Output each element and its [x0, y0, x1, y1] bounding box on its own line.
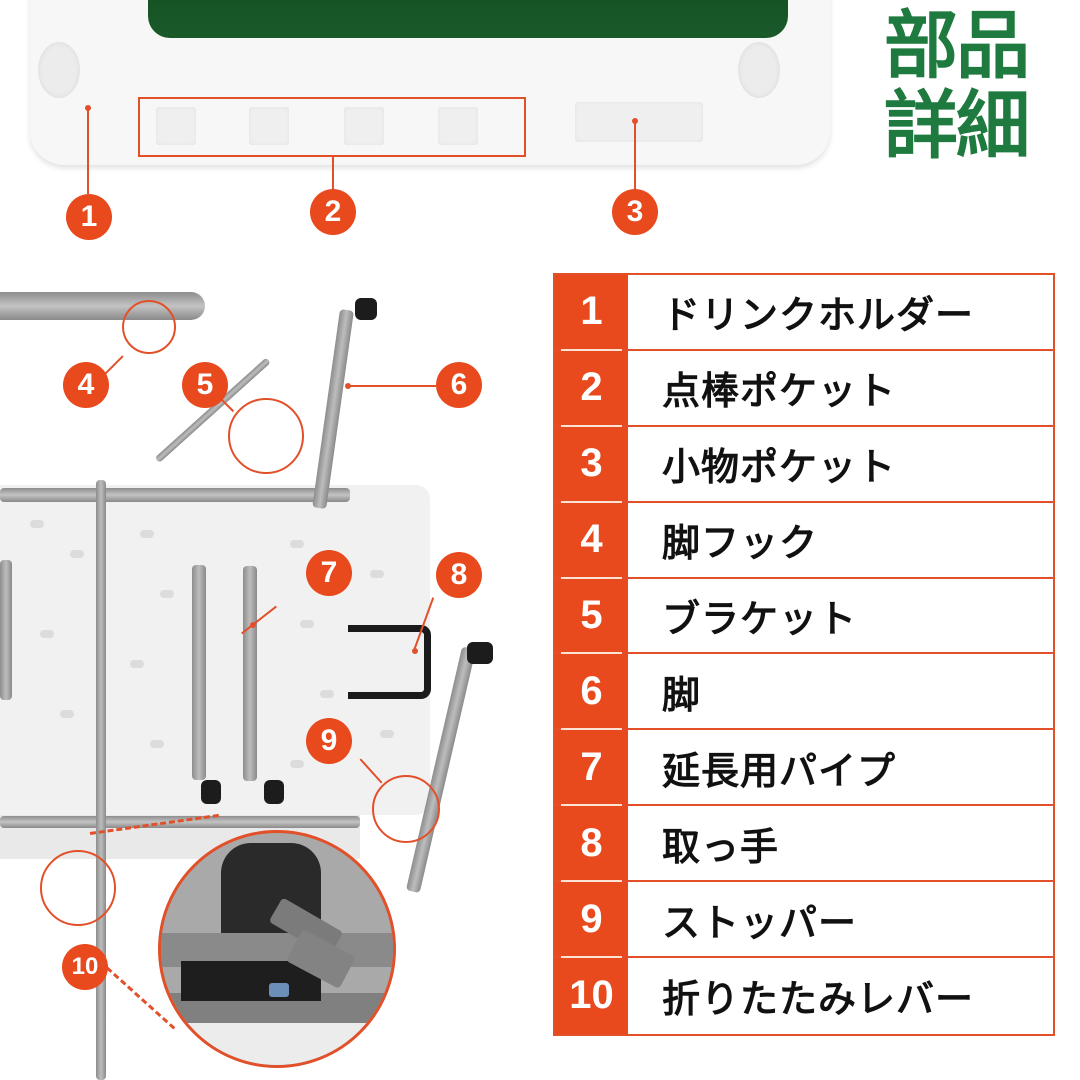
- parts-table: 1 ドリンクホルダー 2 点棒ポケット 3 小物ポケット 4 脚フック 5 ブラ…: [553, 273, 1055, 1036]
- highlight-ring-5: [228, 398, 304, 474]
- handle: [348, 625, 431, 699]
- score-stick-pocket: [249, 107, 289, 145]
- part-name: 点棒ポケット: [662, 369, 897, 414]
- table-underside-photo: [0, 270, 550, 1080]
- part-name: ブラケット: [662, 597, 858, 641]
- part-number: 2: [555, 350, 628, 427]
- score-stick-pocket: [344, 107, 384, 145]
- part-name: 脚フック: [662, 521, 819, 566]
- callout-badge-1: 1: [66, 194, 112, 240]
- leader-line: [87, 108, 89, 194]
- part-number: 5: [555, 578, 628, 655]
- part-number: 3: [555, 426, 628, 503]
- callout-dot: [412, 648, 418, 654]
- drink-holder: [38, 42, 80, 98]
- tabletop-underside: [0, 485, 430, 815]
- part-number: 8: [555, 806, 628, 883]
- highlight-ring-9: [372, 775, 440, 843]
- score-stick-pocket: [156, 107, 196, 145]
- extension-pipe: [243, 566, 257, 781]
- part-name: 延長用パイプ: [662, 748, 897, 793]
- callout-badge-4: 4: [63, 362, 109, 408]
- callout-badge-7: 7: [306, 550, 352, 596]
- callout-badge-6: 6: [436, 362, 482, 408]
- parts-row: 9 ストッパー: [555, 882, 1053, 959]
- title-line-1: 部品: [884, 3, 1030, 89]
- parts-row: 7 延長用パイプ: [555, 730, 1053, 807]
- parts-row: 2 点棒ポケット: [555, 350, 1053, 427]
- part-number: 10: [555, 958, 628, 1034]
- callout-badge-8: 8: [436, 552, 482, 598]
- callout-badge-10: 10: [62, 944, 108, 990]
- leader-line: [634, 121, 636, 189]
- pipe-cap: [264, 780, 284, 804]
- leg-hook-pipe: [0, 292, 205, 320]
- pipe-cap: [201, 780, 221, 804]
- parts-row: 6 脚: [555, 654, 1053, 731]
- score-stick-pocket: [438, 107, 478, 145]
- part-number: 1: [555, 275, 628, 351]
- parts-row: 1 ドリンクホルダー: [555, 275, 1053, 351]
- highlight-box-score-pockets: [138, 97, 526, 157]
- green-felt: [148, 0, 788, 38]
- center-rail: [96, 480, 106, 1080]
- highlight-ring-4: [122, 300, 176, 354]
- parts-row: 10 折りたたみレバー: [555, 958, 1053, 1034]
- part-number: 7: [555, 730, 628, 807]
- extension-pipe: [192, 565, 206, 780]
- folding-lever-closeup: [158, 830, 396, 1068]
- leg-cap: [467, 642, 493, 664]
- mahjong-table-top-image: [30, 0, 830, 165]
- callout-badge-2: 2: [310, 189, 356, 235]
- part-name: 取っ手: [662, 824, 780, 869]
- part-number: 6: [555, 654, 628, 731]
- leg: [312, 309, 354, 510]
- frame-rail: [0, 816, 360, 828]
- callout-badge-3: 3: [612, 189, 658, 235]
- accessory-pocket: [575, 102, 703, 142]
- highlight-ring-10: [40, 850, 116, 926]
- frame-rail: [0, 488, 350, 502]
- drink-holder: [738, 42, 780, 98]
- part-name: 脚: [662, 672, 702, 717]
- leg-cap: [355, 298, 377, 320]
- part-name: 小物ポケット: [662, 445, 897, 490]
- part-name: ストッパー: [662, 900, 858, 945]
- parts-row: 4 脚フック: [555, 502, 1053, 579]
- callout-badge-5: 5: [182, 362, 228, 408]
- parts-row: 3 小物ポケット: [555, 426, 1053, 503]
- leader-line: [348, 385, 436, 387]
- part-number: 9: [555, 882, 628, 958]
- part-name: 折りたたみレバー: [662, 977, 975, 1022]
- part-name: ドリンクホルダー: [662, 293, 975, 338]
- part-number: 4: [555, 502, 628, 579]
- parts-row: 8 取っ手: [555, 806, 1053, 883]
- parts-row: 5 ブラケット: [555, 578, 1053, 655]
- title-line-2: 詳細: [884, 83, 1030, 169]
- leg-pipe: [0, 560, 12, 700]
- callout-badge-9: 9: [306, 718, 352, 764]
- page-title: 部品 詳細: [884, 6, 1044, 166]
- leader-line: [332, 157, 334, 189]
